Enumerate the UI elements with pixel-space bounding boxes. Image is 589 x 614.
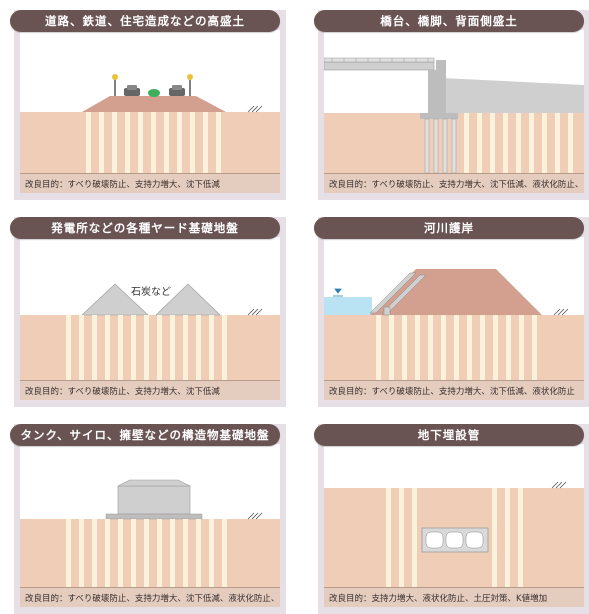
improvement-piles bbox=[386, 488, 523, 587]
shrub-icon bbox=[148, 89, 160, 97]
footing bbox=[420, 113, 458, 119]
ground-hatch-icon bbox=[247, 105, 263, 113]
panel-yard-foundation: 発電所などの各種ヤード基礎地盤 石炭など bbox=[10, 217, 286, 407]
improvement-purpose: 改良目的：すべり破壊防止、支持力増大、沈下低減、液状化防止、K値増加 bbox=[20, 587, 280, 607]
embankment bbox=[82, 96, 226, 112]
panel-high-embankment: 道路、鉄道、住宅造成などの高盛土 bbox=[10, 10, 286, 200]
improvement-purpose: 改良目的：支持力増大、液状化防止、土圧対策、K値増加 bbox=[324, 587, 584, 607]
improvement-purpose: 改良目的：すべり破壊防止、支持力増大、沈下低減 bbox=[20, 173, 280, 193]
ground-layer bbox=[20, 112, 280, 173]
abutment bbox=[428, 60, 446, 113]
levee bbox=[370, 269, 542, 315]
ground-hatch-icon bbox=[247, 308, 263, 316]
panel-title: タンク、サイロ、擁壁などの構造物基礎地盤 bbox=[10, 424, 280, 446]
improvement-purpose: 改良目的：すべり破壊防止、支持力増大、沈下低減 bbox=[20, 380, 280, 400]
water-level-icon bbox=[333, 288, 343, 297]
ground-hatch-icon bbox=[551, 481, 567, 489]
tank-structure bbox=[105, 479, 203, 520]
river-water bbox=[324, 297, 372, 315]
panel-title: 橋台、橋脚、背面側盛土 bbox=[314, 10, 584, 32]
panel-buried-pipe: 地下埋設管 bbox=[314, 424, 589, 614]
yard-illustration: 石炭など bbox=[20, 237, 280, 380]
improvement-piles bbox=[66, 315, 227, 380]
ground-layer bbox=[20, 519, 280, 587]
panel-title: 河川護岸 bbox=[314, 217, 584, 239]
revetment-blocks bbox=[369, 272, 427, 316]
ground-hatch-icon bbox=[553, 308, 569, 316]
bridge-deck bbox=[324, 57, 435, 71]
foundation-piles bbox=[424, 118, 457, 173]
panel-title: 発電所などの各種ヤード基礎地盤 bbox=[10, 217, 280, 239]
street-lamp-icon bbox=[112, 74, 193, 96]
revetment-illustration bbox=[324, 237, 584, 380]
backfill-embankment bbox=[442, 78, 584, 113]
panel-title: 道路、鉄道、住宅造成などの高盛土 bbox=[10, 10, 280, 32]
improvement-piles bbox=[86, 112, 221, 173]
improvement-piles bbox=[464, 113, 573, 173]
ground-layer bbox=[20, 315, 280, 380]
embankment-illustration bbox=[20, 30, 280, 173]
panel-structure-foundation: タンク、サイロ、擁壁などの構造物基礎地盤 bbox=[10, 424, 286, 614]
panel-abutment: 橋台、橋脚、背面側盛土 bbox=[314, 10, 589, 200]
improvement-piles bbox=[376, 315, 537, 380]
tank-illustration bbox=[20, 444, 280, 587]
improvement-piles bbox=[66, 519, 227, 587]
improvement-purpose: 改良目的：すべり破壊防止、支持力増大、沈下低減、液状化防止、K値増加 bbox=[324, 173, 584, 193]
panel-title: 地下埋設管 bbox=[314, 424, 584, 446]
improvement-purpose: 改良目的：すべり破壊防止、支持力増大、沈下低減、液状化防止 bbox=[324, 380, 584, 400]
coal-label: 石炭など bbox=[131, 286, 171, 298]
abutment-illustration bbox=[324, 30, 584, 173]
coal-pile bbox=[81, 283, 149, 316]
culvert-box bbox=[421, 527, 489, 553]
buried-pipe-illustration bbox=[324, 444, 584, 587]
panel-river-revetment: 河川護岸 bbox=[314, 217, 589, 407]
ground-hatch-icon bbox=[247, 512, 263, 520]
car-icon bbox=[124, 85, 185, 96]
